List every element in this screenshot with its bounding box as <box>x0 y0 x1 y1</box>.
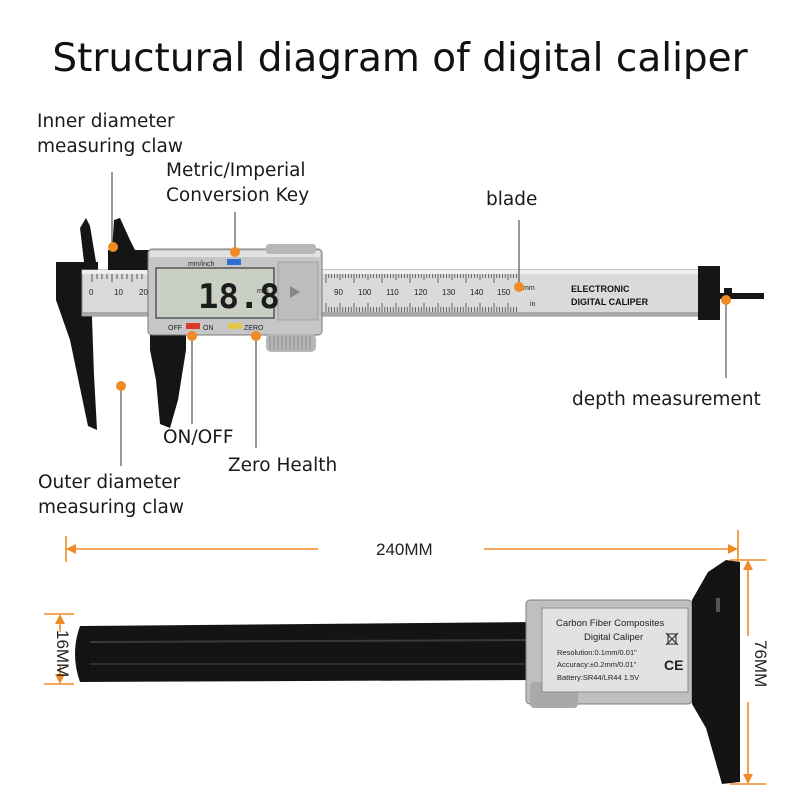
scale-label-120: 120 <box>414 288 428 297</box>
unit-in-label: in <box>530 301 536 308</box>
depth-rod <box>720 293 764 299</box>
scale-label-90: 90 <box>334 288 343 297</box>
thickness-dimension-label: 16MM <box>53 630 72 678</box>
bottom-caliper: Carbon Fiber Composites Digital Caliper … <box>75 560 740 784</box>
lcd-reading: 18.8 <box>198 277 280 317</box>
brand-line-2: DIGITAL CALIPER <box>571 297 649 307</box>
blade-callout: blade <box>486 189 538 210</box>
lcd-unit: mm <box>257 288 269 295</box>
spec-label-plate <box>541 607 689 693</box>
blade-marker <box>514 282 524 292</box>
movable-outer-jaw <box>150 318 186 428</box>
depth-callout: depth measurement <box>572 389 761 410</box>
leader-lines <box>111 172 727 466</box>
outer-claw-callout: Outer diameter measuring claw <box>38 472 184 518</box>
plate-line-1: Carbon Fiber Composites <box>556 618 664 629</box>
scale-label-20: 20 <box>139 288 148 297</box>
marker-dots <box>108 242 731 391</box>
dimension-lines <box>44 530 766 785</box>
mode-button[interactable] <box>227 259 241 265</box>
plate-battery: Battery:SR44/LR44 1.5V <box>557 673 639 682</box>
inner-claw-marker <box>108 242 118 252</box>
scale-label-10: 10 <box>114 288 123 297</box>
off-label: OFF <box>168 325 182 332</box>
scale-label-110: 110 <box>386 288 399 297</box>
depth-marker <box>721 295 731 305</box>
scale-label-130: 130 <box>442 288 456 297</box>
slide-arrow-icon <box>290 286 300 298</box>
movable-inner-claw <box>112 218 136 252</box>
fixed-inner-claw <box>80 218 96 262</box>
blade-scale-right <box>325 274 517 312</box>
scale-label-100: 100 <box>358 288 372 297</box>
zero-button[interactable] <box>228 323 242 329</box>
handle-beam <box>75 622 540 682</box>
on-label: ON <box>203 325 214 332</box>
thumb-roller <box>266 244 316 352</box>
side-jaw <box>692 560 740 784</box>
zero-label: ZERO <box>244 325 264 332</box>
plate-line-2: Digital Caliper <box>584 632 643 643</box>
outer-claw-marker <box>116 381 126 391</box>
scale-label-0: 0 <box>89 288 94 297</box>
brand-line-1: ELECTRONIC <box>571 284 630 294</box>
length-dimension-label: 240MM <box>376 540 433 559</box>
plate-resolution: Resolution:0.1mm/0.01" <box>557 648 637 657</box>
on-off-button[interactable] <box>186 323 200 329</box>
blade-scale-left <box>91 274 143 282</box>
unit-mm-label: mm <box>523 285 535 292</box>
ce-mark: CE <box>664 657 683 673</box>
conversion-key-callout: Metric/Imperial Conversion Key <box>166 160 310 206</box>
inner-claw-callout: Inner diameter measuring claw <box>37 111 183 157</box>
mode-label: mm/inch <box>188 261 215 268</box>
recycle-bin-icon <box>665 632 679 646</box>
zero-marker <box>251 331 261 341</box>
scale-label-150: 150 <box>497 288 511 297</box>
plate-accuracy: Accuracy:±0.2mm/0.01" <box>557 660 637 669</box>
conversion-key-marker <box>230 247 240 257</box>
on-off-callout: ON/OFF <box>163 427 234 448</box>
diagram-title: Structural diagram of digital caliper <box>52 36 748 81</box>
height-dimension-label: 76MM <box>751 640 770 688</box>
scale-label-140: 140 <box>470 288 484 297</box>
on-off-marker <box>187 331 197 341</box>
lcd-screen <box>155 267 275 319</box>
zero-callout: Zero Health <box>228 455 338 476</box>
top-caliper: 0 10 20 90 100 110 120 130 140 150 mm in… <box>56 172 764 466</box>
